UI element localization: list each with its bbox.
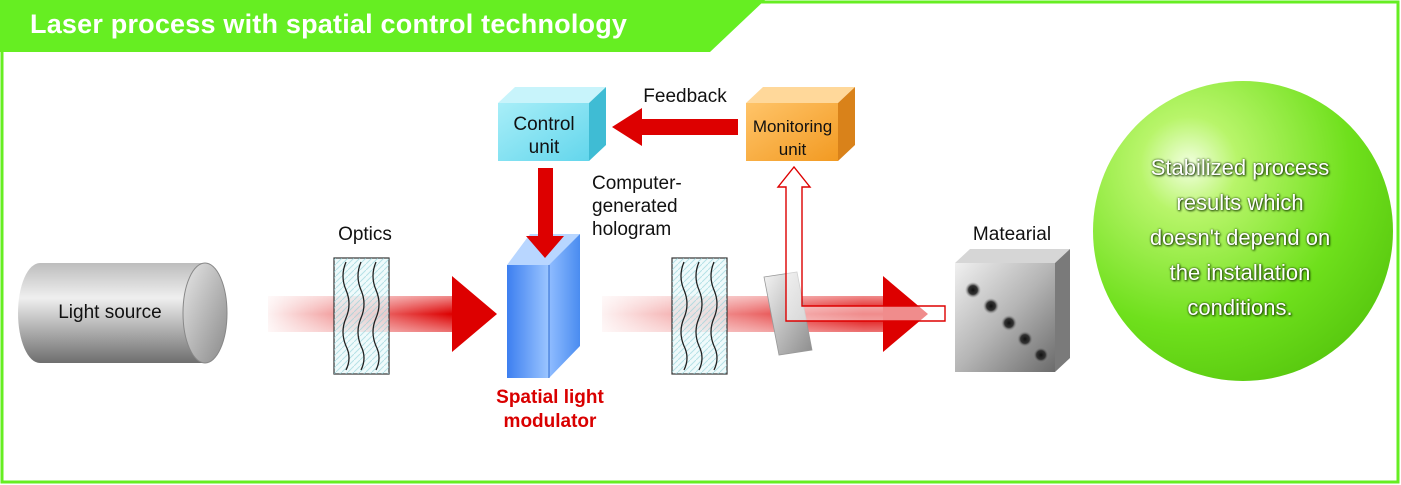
light-source-label: Light source — [58, 302, 162, 323]
control-unit-box — [498, 87, 606, 161]
optics-label: Optics — [338, 224, 392, 245]
monitoring-unit-label: Monitoring unit — [752, 117, 833, 159]
optics-lens-1 — [333, 257, 390, 375]
monitoring-unit-box — [746, 87, 855, 161]
control-to-slm-arrow — [526, 168, 564, 258]
control-unit-label: Control unit — [513, 114, 575, 158]
monitor-pickup-arrow — [776, 165, 946, 322]
feedback-label: Feedback — [643, 86, 727, 107]
result-circle — [1093, 81, 1393, 381]
title-banner — [0, 0, 765, 52]
slm-label: Spatial light modulator — [496, 387, 604, 432]
optics-lens-2 — [671, 257, 728, 375]
page-title: Laser process with spatial control techn… — [30, 9, 628, 39]
feedback-arrow — [612, 108, 738, 146]
result-text: Stabilized process results which doesn't… — [1149, 155, 1331, 320]
light-source-cylinder — [18, 262, 228, 364]
hologram-label: Computer- generated hologram — [592, 173, 682, 240]
material-label: Matearial — [972, 224, 1052, 245]
material-block — [955, 249, 1070, 372]
